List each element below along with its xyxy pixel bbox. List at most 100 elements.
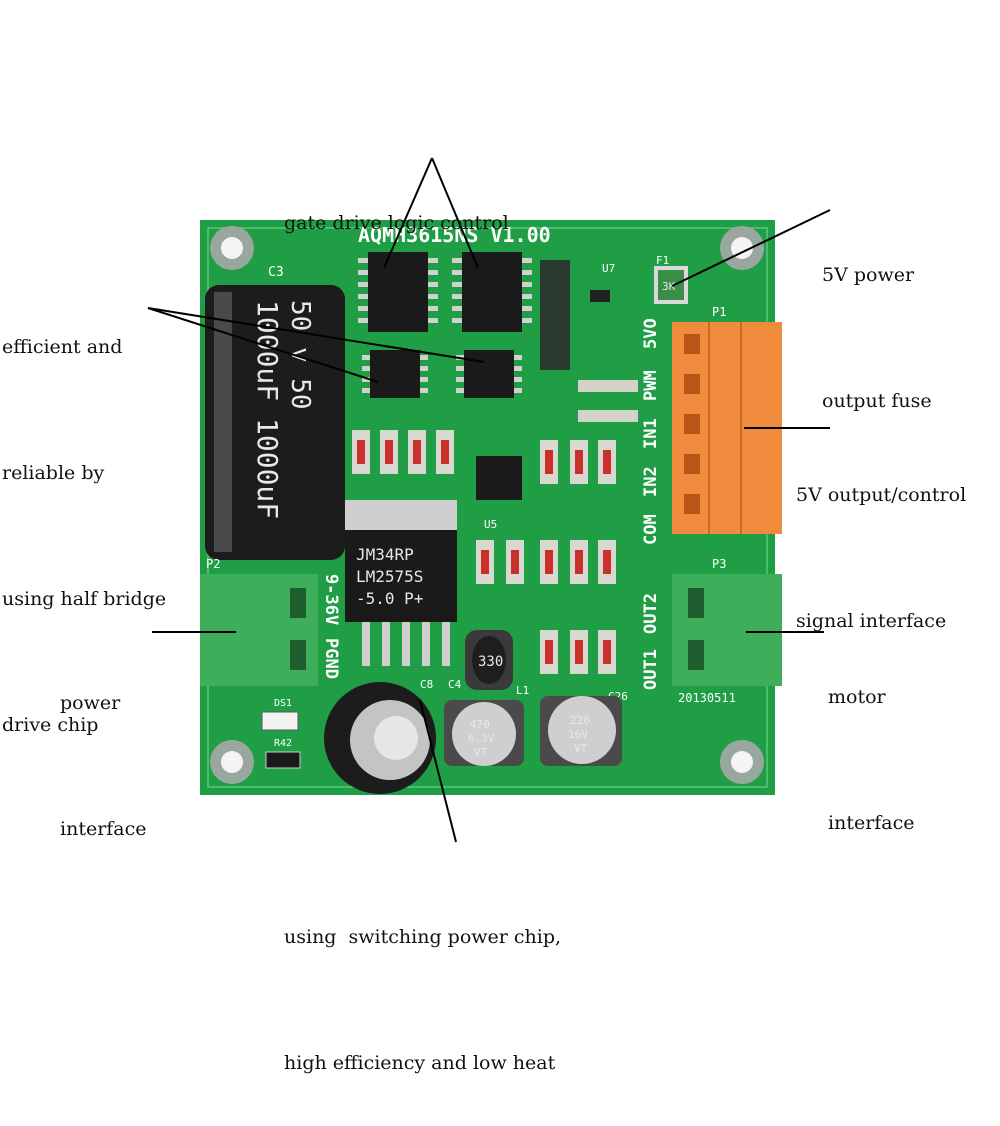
callout-power-line1: power — [60, 692, 121, 714]
motor-terminal — [672, 574, 782, 686]
small-cap-right-2: 16V — [568, 728, 588, 741]
gate-drive-chips — [368, 252, 522, 332]
chip-pin — [514, 355, 522, 360]
signal-pin-pwm: PWM — [641, 370, 661, 401]
leader-lines — [147, 157, 831, 843]
half-bridge-chips — [370, 350, 514, 398]
chip-pin — [428, 294, 438, 299]
bulk-capacitor — [205, 285, 345, 560]
resistor-band — [603, 450, 611, 474]
chip-pin — [522, 270, 532, 275]
chip-pin — [522, 318, 532, 323]
chip-pin — [420, 355, 428, 360]
input-capacitor — [324, 682, 436, 794]
callout-signal-line2: signal interface — [796, 610, 947, 632]
signal-pin-5vo: 5VO — [641, 318, 661, 349]
inductor — [465, 630, 513, 690]
smd-components — [476, 260, 638, 500]
chip-pin — [358, 306, 368, 311]
resistor-band — [511, 550, 519, 574]
output-capacitor-right — [540, 696, 622, 766]
callout-gate-drive-text: gate drive logic control — [284, 212, 509, 234]
bulk-cap-marking-1: 1000uF 1000uF — [251, 300, 284, 519]
chip-pin — [522, 282, 532, 287]
callout-power-line2: interface — [60, 818, 147, 840]
callout-motor-line2: interface — [828, 812, 915, 834]
terminal-slot — [684, 414, 700, 434]
chip-pin — [452, 306, 462, 311]
volt-range-label: 9-36V — [321, 574, 341, 625]
chip-pin — [358, 294, 368, 299]
chip-pin — [428, 282, 438, 287]
callout-half-bridge-line3: using half bridge — [2, 588, 167, 610]
resistor-band — [575, 640, 583, 664]
fuse-marking: 3K — [662, 280, 676, 293]
pgnd-label: PGND — [321, 638, 341, 679]
chip-pin — [514, 377, 522, 382]
small-cap-left-3: VT — [474, 746, 488, 759]
callout-signal: 5V output/control signal interface — [796, 390, 966, 684]
terminal-slot — [684, 494, 700, 514]
out-pin-out2: OUT2 — [641, 593, 661, 634]
small-cap-right-3: VT — [574, 742, 588, 755]
signal-pin-in1: IN1 — [641, 418, 661, 449]
mounting-holes — [210, 226, 764, 784]
regulator-marking-2: LM2575S — [356, 567, 423, 586]
resistor-band — [575, 550, 583, 574]
resistor-band — [575, 450, 583, 474]
chip-pin — [358, 270, 368, 275]
resistor-band — [441, 440, 449, 464]
chip-pin — [428, 318, 438, 323]
callout-switching: using switching power chip, high efficie… — [284, 832, 561, 1126]
terminal-slot — [684, 374, 700, 394]
signal-pin-in2: IN2 — [641, 466, 661, 497]
regulator-marking-1: JM34RP — [356, 545, 414, 564]
chip-pin — [456, 377, 464, 382]
out-pin-out1: OUT1 — [641, 649, 661, 690]
chip-pin — [358, 318, 368, 323]
chip-pin — [358, 258, 368, 263]
terminal-slot — [684, 454, 700, 474]
chip-pin — [452, 270, 462, 275]
callout-power: power interface — [60, 598, 147, 892]
chip-pin — [456, 366, 464, 371]
resistor-band — [603, 640, 611, 664]
p2-label: P2 — [206, 557, 220, 571]
resistor-array — [352, 430, 616, 674]
status-led — [261, 711, 299, 731]
resistor-band — [545, 450, 553, 474]
chip-pin — [362, 355, 370, 360]
output-capacitor-left — [444, 700, 524, 766]
date-code: 20130511 — [678, 691, 736, 705]
power-terminal — [200, 574, 318, 686]
callout-fuse: 5V power output fuse — [822, 170, 932, 464]
regulator-marking-3: -5.0 P+ — [356, 589, 423, 608]
callout-half-bridge-line2: reliable by — [2, 462, 105, 484]
callout-half-bridge: efficient and reliable by using half bri… — [2, 242, 166, 788]
chip-pin — [456, 388, 464, 393]
chip-pin — [522, 258, 532, 263]
callout-half-bridge-line1: efficient and — [2, 336, 123, 358]
chip-pin — [428, 258, 438, 263]
callout-motor-line1: motor — [828, 686, 886, 708]
chip-pin — [522, 294, 532, 299]
chip-pin — [362, 377, 370, 382]
chip-pin — [420, 377, 428, 382]
callout-half-bridge-line4: drive chip — [2, 714, 99, 736]
callout-gate-drive: gate drive logic control — [284, 118, 509, 286]
resistor-r42 — [265, 751, 301, 769]
signal-terminal-slots — [684, 334, 700, 514]
chip-pin — [420, 388, 428, 393]
chip-pin — [452, 294, 462, 299]
chip-pin — [428, 306, 438, 311]
resistor-band — [545, 640, 553, 664]
bulk-cap-marking-2: 50 v 50 — [285, 300, 315, 410]
c8-label: C8 — [420, 678, 433, 691]
chip-pin — [522, 306, 532, 311]
chip-pins — [358, 258, 532, 393]
ds1-label: DS1 — [274, 698, 292, 709]
board-model-label: AQMH3615NS V1.00 — [358, 223, 551, 247]
signal-pin-com: COM — [641, 514, 661, 545]
chip-pin — [362, 366, 370, 371]
switching-regulator — [345, 500, 457, 666]
